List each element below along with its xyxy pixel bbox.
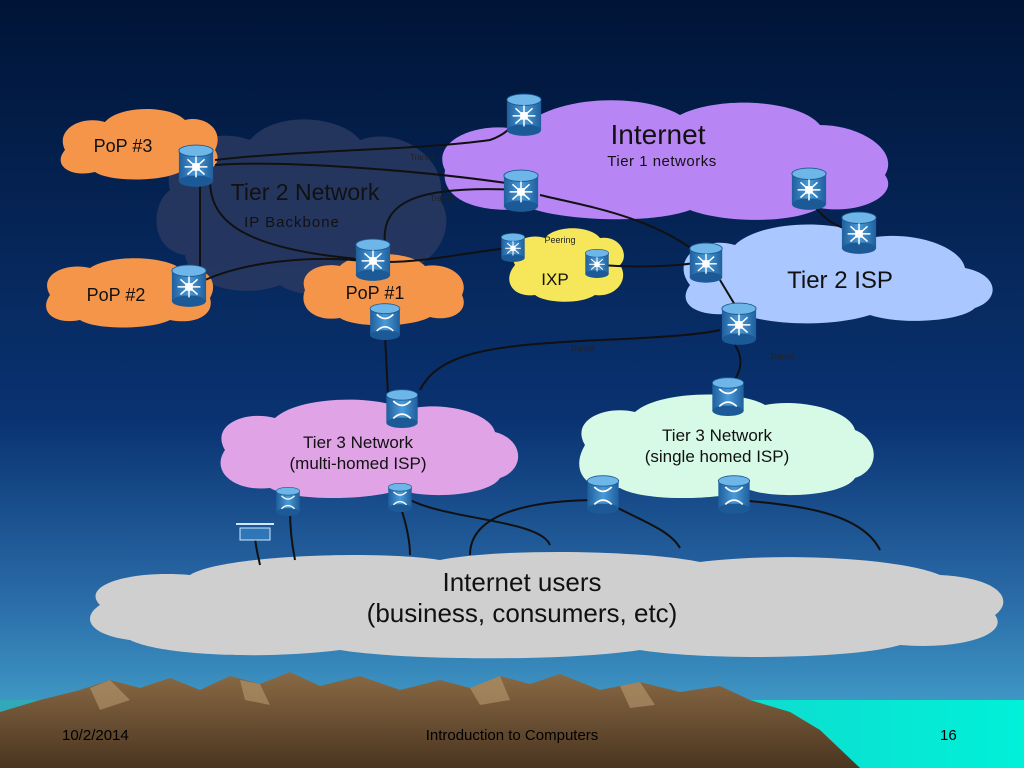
router-icon — [721, 302, 757, 346]
tier3-multihomed-subtitle: (multi-homed ISP) — [290, 454, 427, 473]
footer-title: Introduction to Computers — [425, 727, 599, 744]
pop1-label: PoP #1 — [346, 283, 405, 303]
tier1-networks-label: Tier 1 networks — [607, 153, 716, 170]
tier2-isp-title: Tier 2 ISP — [787, 267, 893, 294]
switch-icon — [387, 482, 413, 512]
transit-label: Transit — [770, 352, 795, 361]
network-links — [199, 114, 881, 566]
pop3-label: PoP #3 — [94, 136, 153, 156]
internet-title: Internet — [611, 119, 706, 150]
transit-label: Transit — [410, 153, 435, 162]
pop1-cloud — [303, 254, 464, 326]
ixp-cloud — [509, 228, 624, 302]
switch-icon — [586, 474, 620, 514]
router-icon — [506, 93, 542, 136]
pop2-cloud — [46, 258, 214, 328]
switch-icon — [369, 302, 401, 340]
ixp-label: IXP — [541, 270, 568, 289]
pop2-label: PoP #2 — [87, 285, 146, 305]
router-icon — [841, 211, 877, 254]
footer-date: 10/2/2014 — [62, 727, 129, 744]
tier3-singlehomed-title: Tier 3 Network — [662, 426, 772, 445]
transit-label: Transit — [430, 194, 455, 203]
switch-icon — [717, 474, 751, 514]
router-icon — [500, 232, 526, 262]
switch-icon — [275, 486, 301, 516]
router-icon — [791, 167, 827, 210]
tier2-isp-cloud — [683, 224, 993, 324]
transit-label: Transit — [570, 344, 595, 353]
router-icon — [171, 264, 207, 308]
footer-page-number: 16 — [940, 727, 957, 744]
peering-label: Peering — [544, 235, 575, 245]
internet-users-title: Internet users — [443, 567, 602, 597]
router-icon — [503, 169, 539, 212]
switch-icon — [711, 376, 745, 416]
tier3-multihomed-title: Tier 3 Network — [303, 433, 413, 452]
tier3-multihomed-cloud — [220, 399, 519, 499]
tier3-singlehomed-cloud — [579, 394, 874, 499]
router-icon — [584, 248, 610, 278]
router-icon — [355, 238, 391, 281]
internet-users-subtitle: (business, consumers, etc) — [367, 598, 678, 628]
ip-backbone-label: IP Backbone — [244, 214, 340, 231]
router-icon — [178, 144, 214, 188]
switch-icon — [385, 388, 419, 428]
tier2-network-title: Tier 2 Network — [231, 179, 380, 205]
internet-cloud — [442, 100, 889, 220]
tier3-singlehomed-subtitle: (single homed ISP) — [645, 447, 790, 466]
pop3-cloud — [60, 108, 218, 180]
internet-users-cloud — [90, 551, 1004, 659]
modem-icon — [236, 523, 274, 541]
router-icon — [689, 242, 723, 284]
